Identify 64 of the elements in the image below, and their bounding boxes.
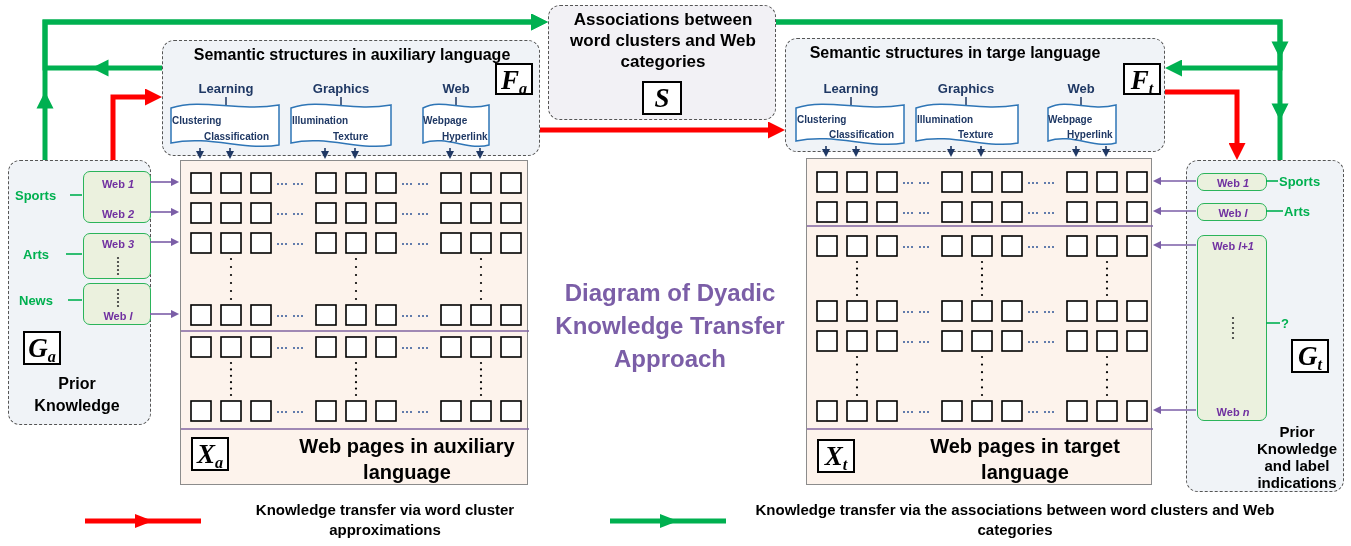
panel-title: Semantic structures in auxiliary language	[192, 45, 512, 65]
web-page-label: Web 3	[100, 237, 136, 252]
panel-title: Associations between word clusters and Web categories	[569, 9, 757, 73]
document-shape	[794, 81, 906, 147]
web-page-group	[83, 233, 151, 279]
legend-text: Knowledge transfer via word cluster approximations	[254, 500, 516, 540]
category-label: News	[19, 293, 69, 309]
web-page-label: Web 1	[100, 177, 136, 192]
term-label: Illumination	[917, 113, 975, 126]
panel-title: Prior Knowledge and label indications	[1256, 423, 1338, 491]
topic-label: Graphics	[311, 81, 371, 97]
term-label: Classification	[829, 128, 896, 141]
term-label: Hyperlink	[1067, 128, 1114, 141]
dashed-panel	[1186, 160, 1344, 492]
math-symbol: G$_{a}$	[23, 331, 61, 365]
term-label: Clustering	[797, 113, 848, 126]
web-page-label: Web n	[1215, 405, 1251, 420]
diagram-title: Diagram of Dyadic Knowledge Transfer Approach	[554, 278, 786, 374]
document-shape	[1046, 81, 1118, 147]
term-label: Classification	[204, 130, 271, 143]
topic-label: Web	[1066, 81, 1096, 97]
panel-title: Semantic structures in targe language	[808, 43, 1102, 63]
term-label: Illumination	[292, 114, 350, 127]
term-label: Texture	[958, 128, 995, 141]
term-label: Clustering	[172, 114, 223, 127]
panel-title: Web pages in target language	[929, 434, 1121, 485]
matrix-panel	[806, 158, 1152, 485]
document-shape	[421, 81, 491, 149]
web-page-group	[1197, 203, 1267, 221]
web-page-group	[1197, 235, 1267, 421]
document-shape	[914, 81, 1020, 147]
category-label: ?	[1281, 316, 1295, 332]
category-label: Arts	[23, 247, 67, 263]
topic-label: Learning	[197, 81, 255, 97]
web-page-group	[83, 283, 151, 325]
category-label: Sports	[15, 188, 71, 204]
term-label: Texture	[333, 130, 370, 143]
dashed-panel	[785, 38, 1165, 152]
web-page-label: Web 1	[1215, 176, 1251, 191]
dashed-panel	[548, 5, 776, 120]
matrix-panel	[180, 160, 528, 485]
dashed-panel	[8, 160, 151, 425]
topic-label: Learning	[822, 81, 880, 97]
category-label: Sports	[1279, 174, 1339, 190]
document-shape	[169, 81, 281, 149]
math-symbol: X$_{t}$	[817, 439, 855, 473]
math-symbol: S	[642, 81, 682, 115]
topic-label: Web	[441, 81, 471, 97]
math-symbol: G$_{t}$	[1291, 339, 1329, 373]
topic-label: Graphics	[936, 81, 996, 97]
term-label: Hyperlink	[442, 130, 489, 143]
math-symbol: X$_{a}$	[191, 437, 229, 471]
document-shape	[289, 81, 393, 149]
dashed-panel	[162, 40, 540, 156]
panel-title: Web pages in auxiliary language	[298, 434, 516, 485]
legend-text: Knowledge transfer via the associations between word clusters and Web categories	[754, 500, 1276, 540]
web-page-group	[83, 171, 151, 223]
web-page-group	[1197, 173, 1267, 191]
web-page-label: Web l	[102, 309, 134, 324]
category-label: Arts	[1284, 204, 1324, 220]
panel-title: Prior Knowledge	[33, 374, 121, 416]
web-page-label: Web 2	[100, 207, 136, 222]
web-page-label: Web l+1	[1211, 239, 1255, 254]
web-page-label: Web l	[1217, 206, 1249, 221]
